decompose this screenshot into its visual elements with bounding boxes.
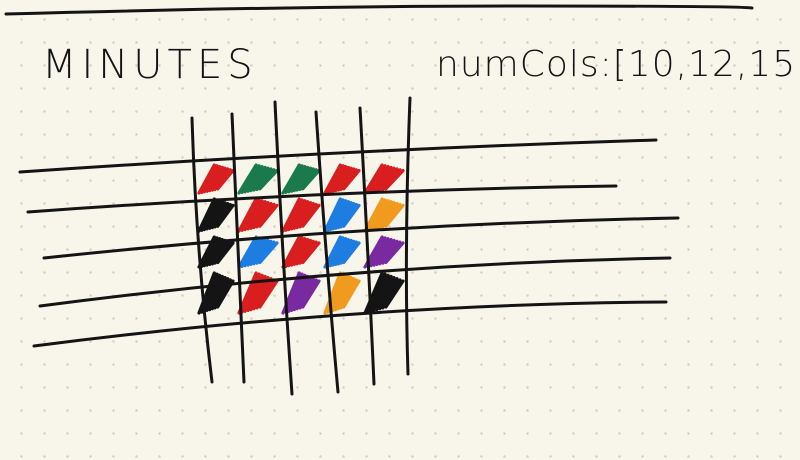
scribble-cell-black xyxy=(197,271,235,315)
horizontal-line xyxy=(32,300,668,348)
scribble-cell-blue xyxy=(237,235,279,269)
horizontal-line xyxy=(26,184,618,214)
scribble-cell-purple xyxy=(363,235,405,269)
scribble-cell-red xyxy=(281,235,321,269)
vertical-line xyxy=(358,106,376,386)
colored-cells xyxy=(197,163,405,315)
top-divider-line xyxy=(4,4,754,16)
scribble-cell-black xyxy=(197,235,235,269)
horizontal-line xyxy=(18,138,658,174)
vertical-lines xyxy=(190,96,412,396)
horizontal-line xyxy=(42,216,680,260)
scribble-cell-green xyxy=(237,163,279,195)
horizontal-lines xyxy=(18,138,680,348)
scribble-cell-red xyxy=(363,163,405,195)
scribble-cell-orange xyxy=(363,197,405,233)
scribble-cell-green xyxy=(281,163,321,195)
scribble-cell-blue xyxy=(323,197,361,233)
scribble-cell-red xyxy=(323,163,361,195)
title-text: MINUTES xyxy=(42,42,258,88)
vertical-line xyxy=(314,110,340,394)
vertical-line xyxy=(273,100,294,396)
scribble-cell-red xyxy=(197,163,235,195)
scribble-cell-red xyxy=(281,197,321,233)
numcols-label: numCols:[10,12,15,20] xyxy=(436,44,800,85)
scribble-cell-orange xyxy=(323,271,361,315)
vertical-line xyxy=(230,112,246,384)
horizontal-line xyxy=(38,256,672,308)
scribble-cell-black xyxy=(197,197,235,233)
scribble-cell-red xyxy=(237,197,279,233)
scribble-cell-red xyxy=(237,271,279,315)
scribble-cell-black xyxy=(363,271,405,315)
scribble-cell-purple xyxy=(281,271,321,315)
vertical-line xyxy=(190,116,214,384)
scribble-cell-blue xyxy=(323,235,361,269)
vertical-line xyxy=(404,96,412,376)
